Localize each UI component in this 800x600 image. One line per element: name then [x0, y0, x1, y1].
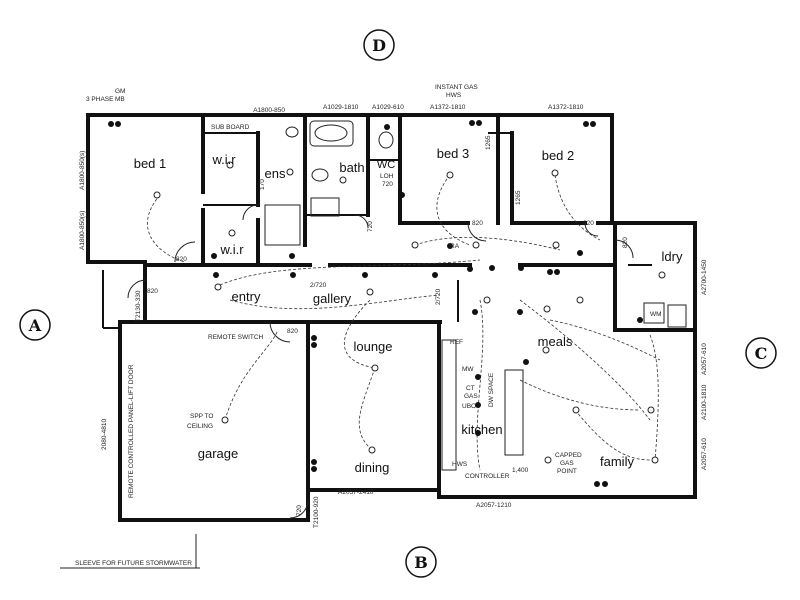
- svg-text:T2130-330: T2130-330: [135, 290, 142, 322]
- svg-text:1265: 1265: [515, 190, 522, 205]
- svg-text:820: 820: [147, 288, 158, 295]
- svg-text:A1800-850(s): A1800-850(s): [79, 211, 86, 250]
- svg-text:REF: REF: [450, 339, 463, 346]
- svg-text:A: A: [28, 316, 42, 335]
- room-bath: bath: [339, 160, 364, 175]
- room-gallery: gallery: [313, 291, 352, 306]
- svg-text:A2057-2410: A2057-2410: [338, 489, 374, 496]
- room-kitchen: kitchen: [461, 422, 502, 437]
- svg-text:GAS: GAS: [560, 460, 574, 467]
- room-bed3: bed 3: [437, 146, 470, 161]
- power-outlets: [108, 120, 643, 487]
- svg-text:SLEEVE FOR FUTURE STORMWATER: SLEEVE FOR FUTURE STORMWATER: [75, 560, 192, 567]
- svg-text:1265: 1265: [485, 135, 492, 150]
- svg-text:LOH: LOH: [380, 173, 394, 180]
- room-bed2: bed 2: [542, 148, 575, 163]
- svg-text:2/720: 2/720: [435, 288, 442, 305]
- svg-text:MW: MW: [462, 366, 474, 373]
- svg-text:GAS: GAS: [464, 393, 478, 400]
- svg-text:1,400: 1,400: [512, 467, 529, 474]
- svg-text:HWS: HWS: [446, 92, 462, 99]
- svg-text:A1029-1810: A1029-1810: [323, 104, 359, 111]
- svg-text:A1800-850(s): A1800-850(s): [79, 151, 86, 190]
- svg-text:2080-4810: 2080-4810: [101, 419, 108, 450]
- svg-text:A2057-610: A2057-610: [701, 438, 708, 470]
- svg-text:POINT: POINT: [557, 468, 577, 475]
- svg-text:3 PHASE: 3 PHASE: [86, 96, 114, 103]
- room-wir1: w.i.r: [211, 152, 236, 167]
- svg-text:A1372-1810: A1372-1810: [430, 104, 466, 111]
- compass-north: D: [363, 29, 395, 61]
- svg-text:REMOTE SWITCH: REMOTE SWITCH: [208, 334, 264, 341]
- svg-text:A1029-610: A1029-610: [372, 104, 404, 111]
- room-ldry: ldry: [662, 249, 683, 264]
- svg-text:B: B: [414, 553, 428, 572]
- room-lounge: lounge: [353, 339, 392, 354]
- svg-text:A2100-1810: A2100-1810: [701, 384, 708, 420]
- svg-text:WM: WM: [650, 311, 662, 318]
- room-labels: bed 1 w.i.r w.i.r ens bath WC bed 3 bed …: [134, 146, 683, 475]
- svg-text:820: 820: [176, 256, 187, 263]
- svg-text:820: 820: [583, 220, 594, 227]
- svg-text:820: 820: [287, 328, 298, 335]
- room-family: family: [600, 454, 634, 469]
- svg-text:720: 720: [367, 221, 374, 232]
- interior-walls: [143, 116, 697, 492]
- light-points: [153, 161, 666, 464]
- svg-text:REMOTE CONTROLLED PANEL-LIFT D: REMOTE CONTROLLED PANEL-LIFT DOOR: [128, 364, 135, 498]
- svg-text:A2057-1210: A2057-1210: [476, 502, 512, 509]
- doors: [127, 204, 634, 519]
- svg-text:A2700-1450: A2700-1450: [701, 259, 708, 295]
- svg-text:CAPPED: CAPPED: [555, 452, 582, 459]
- svg-text:SUB BOARD: SUB BOARD: [211, 124, 250, 131]
- svg-text:T2100-920: T2100-920: [313, 496, 320, 528]
- room-entry: entry: [232, 289, 261, 304]
- room-bed1: bed 1: [134, 156, 167, 171]
- svg-text:GM: GM: [115, 88, 125, 95]
- compass-east: C: [745, 337, 777, 369]
- svg-text:820: 820: [622, 237, 629, 248]
- room-meals: meals: [538, 334, 573, 349]
- svg-text:SPP TO: SPP TO: [190, 413, 214, 420]
- wiring: [147, 174, 661, 471]
- fixtures: [60, 120, 687, 569]
- svg-text:CEILING: CEILING: [187, 423, 213, 430]
- svg-text:MB: MB: [115, 96, 125, 103]
- svg-text:720: 720: [382, 181, 393, 188]
- svg-text:A1372-1810: A1372-1810: [548, 104, 584, 111]
- compass-west: A: [19, 309, 51, 341]
- room-garage: garage: [198, 446, 238, 461]
- svg-text:CONTROLLER: CONTROLLER: [465, 473, 510, 480]
- svg-text:820: 820: [472, 220, 483, 227]
- svg-text:A2057-610: A2057-610: [701, 343, 708, 375]
- svg-text:CT: CT: [466, 385, 475, 392]
- svg-text:HWS: HWS: [452, 461, 468, 468]
- svg-text:D: D: [372, 36, 386, 55]
- svg-text:2/720: 2/720: [310, 282, 327, 289]
- svg-text:720: 720: [296, 505, 303, 516]
- svg-text:A1800-850: A1800-850: [253, 107, 285, 114]
- svg-text:DW SPACE: DW SPACE: [488, 372, 495, 407]
- svg-text:INSTANT GAS: INSTANT GAS: [435, 84, 478, 91]
- room-wir2: w.i.r: [219, 242, 244, 257]
- room-dining: dining: [355, 460, 390, 475]
- room-wc: WC: [377, 159, 395, 171]
- svg-text:UBO: UBO: [462, 403, 476, 410]
- compass-south: B: [405, 546, 437, 578]
- annotations: INSTANT GAS HWS 3 PHASE GM MB SUB BOARD …: [75, 84, 708, 567]
- svg-text:RA: RA: [450, 243, 460, 250]
- room-ens: ens: [265, 166, 286, 181]
- svg-text:C: C: [755, 344, 768, 363]
- svg-text:170: 170: [259, 179, 266, 190]
